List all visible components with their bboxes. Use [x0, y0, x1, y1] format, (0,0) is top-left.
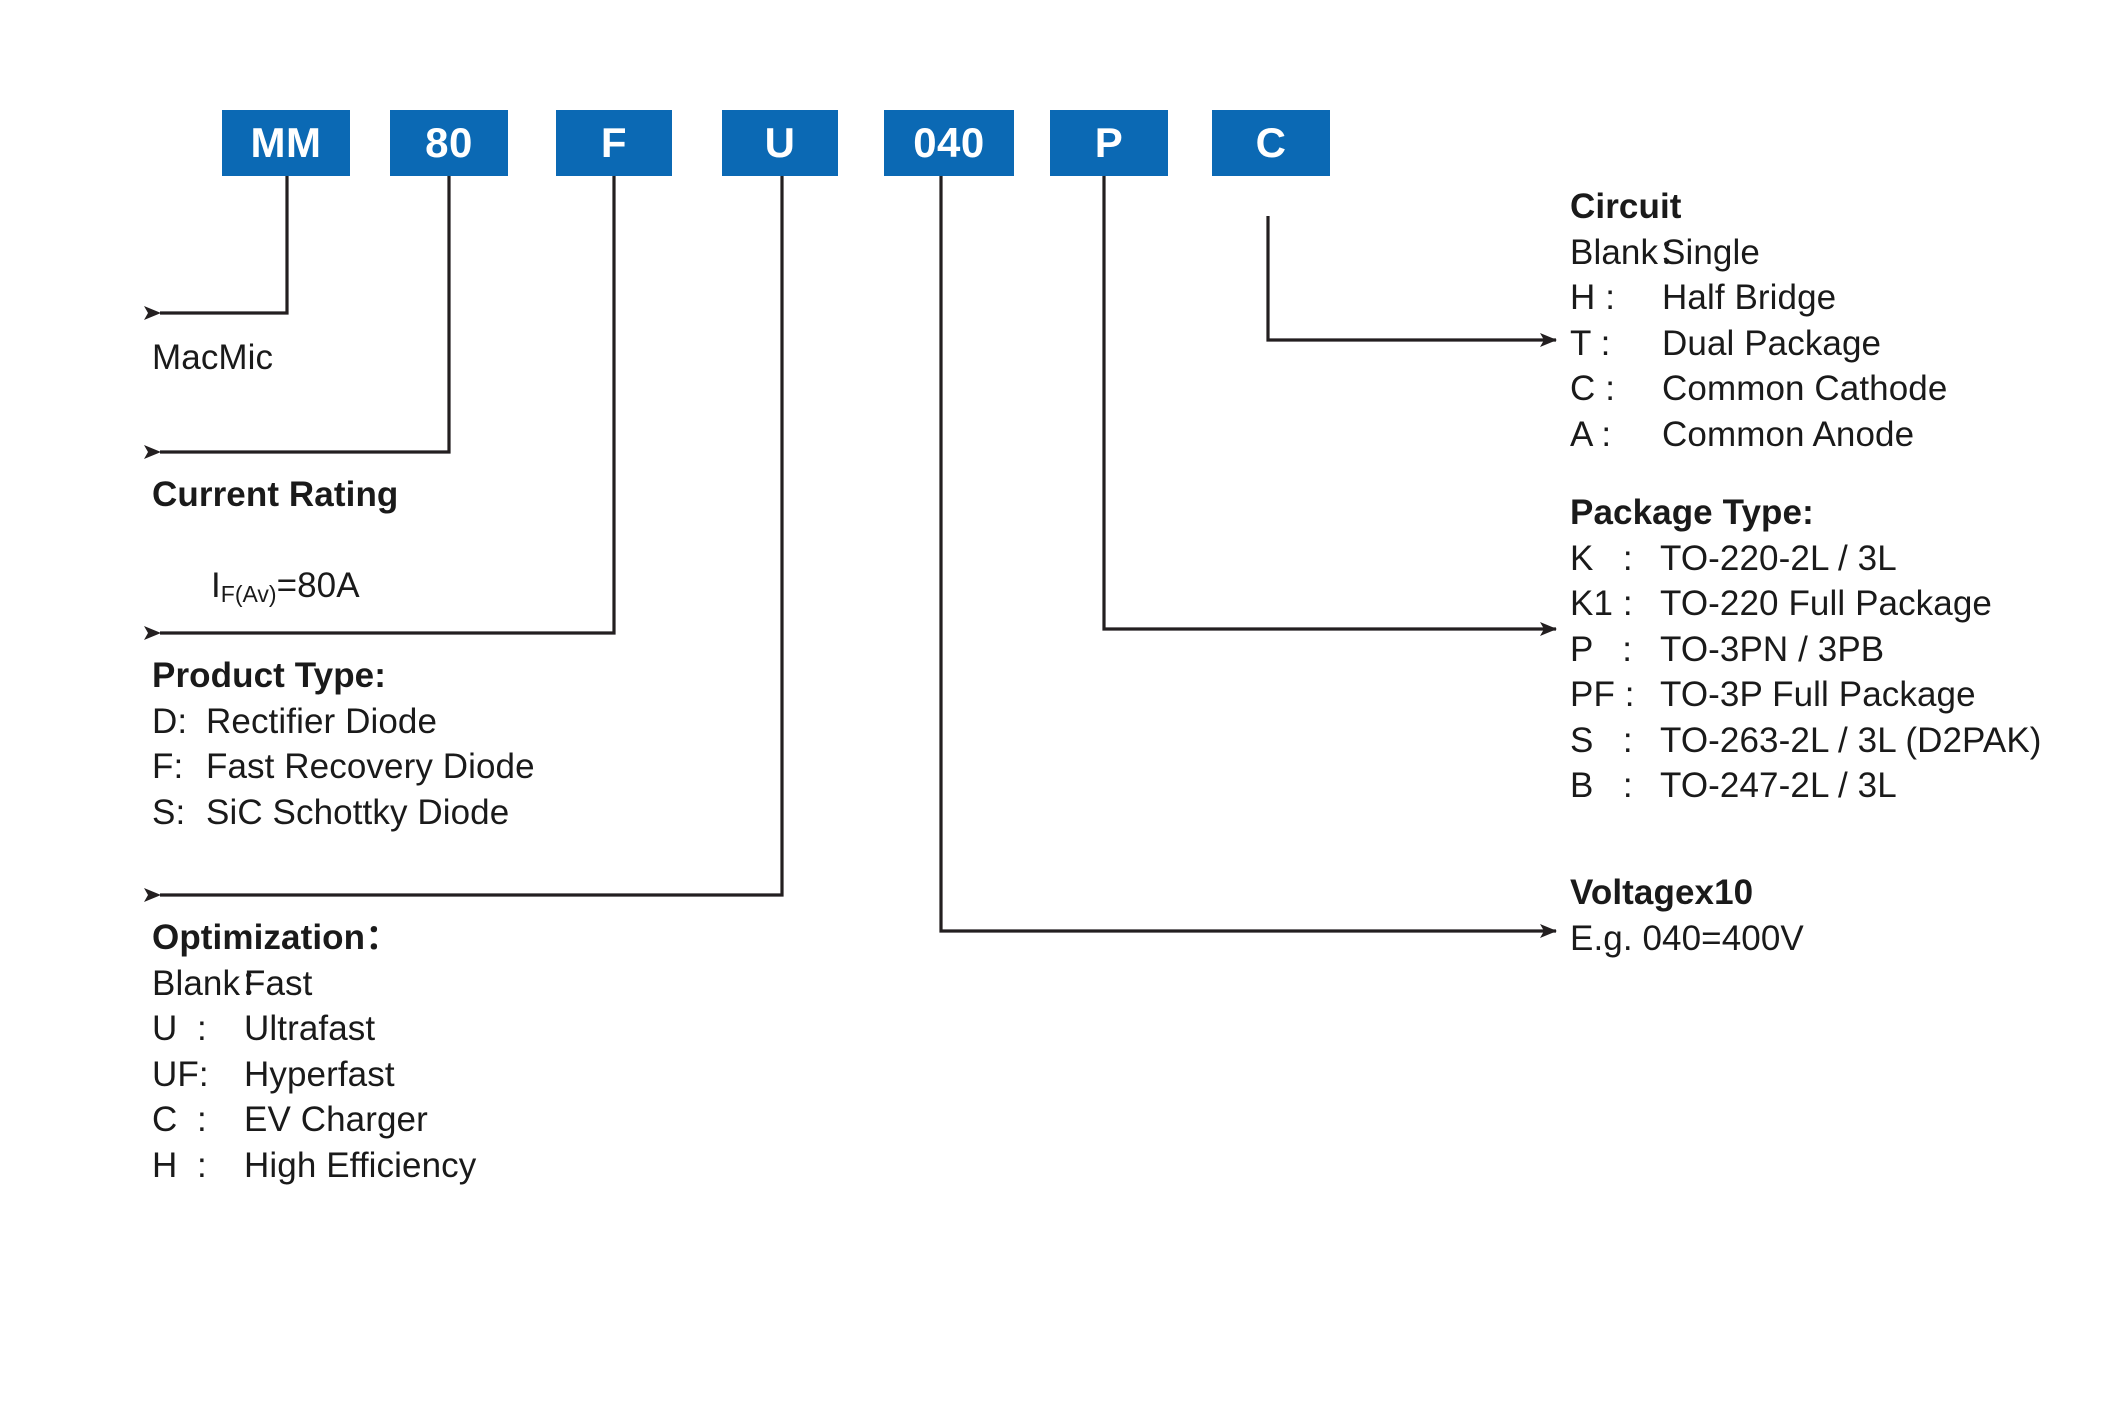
optimization-value-3: EV Charger — [244, 1100, 428, 1139]
callout-voltage-example: E.g. 040=400V — [1570, 918, 1804, 958]
list-item: D: Rectifier Diode — [152, 699, 535, 745]
product-type-value-1: Fast Recovery Diode — [206, 747, 535, 786]
list-item: B : TO-247-2L / 3L — [1570, 763, 2042, 809]
callout-circuit-heading: Circuit — [1570, 187, 1682, 226]
part-segment-optimization[interactable]: U — [722, 110, 838, 176]
part-segment-package-type-label: P — [1094, 119, 1124, 166]
callout-current-rating-heading: Current Rating — [152, 475, 399, 514]
circuit-value-4: Common Anode — [1662, 414, 1915, 454]
package-type-value-4: TO-263-2L / 3L (D2PAK) — [1660, 720, 2042, 760]
product-type-key-1: F: — [152, 747, 184, 786]
list-item: UF: Hyperfast — [152, 1052, 476, 1098]
part-segment-circuit[interactable]: C — [1212, 110, 1330, 176]
package-type-key-1: K1 : — [1570, 584, 1633, 623]
circuit-value-0: Single — [1662, 232, 1760, 272]
part-segment-voltage[interactable]: 040 — [884, 110, 1014, 176]
callout-product-type: Product Type: D: Rectifier Diode F: Fast… — [152, 653, 535, 835]
current-symbol-rest: =80A — [276, 566, 360, 605]
product-type-key-2: S: — [152, 792, 186, 832]
callout-current-rating-symbol: IF(Av)=80A — [152, 518, 398, 656]
circuit-key-4: A : — [1570, 414, 1612, 454]
optimization-key-1: U : — [152, 1009, 207, 1048]
package-type-value-1: TO-220 Full Package — [1660, 584, 1992, 623]
package-type-key-2: P : — [1570, 629, 1633, 669]
list-item: C : Common Cathode — [1570, 366, 1947, 412]
wire-brand — [144, 156, 289, 320]
product-type-key-0: D: — [152, 701, 188, 741]
list-item: H : Half Bridge — [1570, 275, 1947, 321]
part-segment-voltage-label: 040 — [913, 119, 985, 166]
list-item: S: SiC Schottky Diode — [152, 790, 535, 836]
package-type-value-0: TO-220-2L / 3L — [1660, 538, 1897, 578]
package-type-key-0: K : — [1570, 538, 1633, 578]
circuit-key-2: T : — [1570, 323, 1611, 363]
callout-current-rating: Current Rating IF(Av)=80A — [152, 472, 398, 655]
circuit-key-1: H : — [1570, 278, 1616, 317]
list-item: C : EV Charger — [152, 1097, 476, 1143]
part-segment-product-type-label: F — [600, 119, 628, 166]
list-item: U : Ultrafast — [152, 1006, 476, 1052]
product-type-value-2: SiC Schottky Diode — [206, 792, 510, 832]
list-item: Blank： Single — [1570, 230, 1947, 276]
optimization-value-4: High Efficiency — [244, 1145, 477, 1185]
wire-optimization — [144, 156, 784, 902]
list-item: T : Dual Package — [1570, 321, 1947, 367]
circuit-value-2: Dual Package — [1662, 323, 1882, 363]
callout-brand-value: MacMic — [152, 338, 274, 377]
list-item: H : High Efficiency — [152, 1143, 476, 1189]
part-segment-brand[interactable]: MM — [222, 110, 350, 176]
part-segment-product-type[interactable]: F — [556, 110, 672, 176]
callout-circuit: Circuit Blank： Single H : Half Bridge T … — [1570, 184, 1947, 457]
package-type-key-5: B : — [1570, 766, 1633, 805]
current-symbol-sub: F(Av) — [220, 581, 277, 608]
optimization-key-2: UF: — [152, 1054, 209, 1094]
current-symbol-main: I — [210, 566, 221, 605]
list-item: PF : TO-3P Full Package — [1570, 672, 2042, 718]
list-item: K1 : TO-220 Full Package — [1570, 581, 2042, 627]
part-segment-package-type[interactable]: P — [1050, 110, 1168, 176]
part-segment-optimization-label: U — [764, 119, 796, 166]
optimization-key-0: Blank： — [152, 963, 276, 1003]
package-type-key-4: S : — [1570, 720, 1633, 760]
part-segment-current[interactable]: 80 — [390, 110, 508, 176]
package-type-value-5: TO-247-2L / 3L — [1660, 766, 1897, 805]
package-type-value-3: TO-3P Full Package — [1660, 675, 1976, 714]
part-segment-current-label: 80 — [425, 119, 473, 166]
callout-optimization-heading: Optimization： — [152, 918, 401, 957]
wire-voltage — [939, 156, 1557, 938]
list-item: F: Fast Recovery Diode — [152, 744, 535, 790]
list-item: S : TO-263-2L / 3L (D2PAK) — [1570, 718, 2042, 764]
wire-current-rating — [144, 156, 451, 459]
circuit-key-0: Blank： — [1570, 232, 1694, 272]
callout-package-type: Package Type: K : TO-220-2L / 3L K1 : TO… — [1570, 490, 2042, 809]
package-type-key-3: PF : — [1570, 675, 1635, 714]
wire-product-type — [144, 156, 616, 640]
optimization-value-1: Ultrafast — [244, 1009, 376, 1048]
list-item: Blank： Fast — [152, 961, 476, 1007]
optimization-key-4: H : — [152, 1145, 207, 1185]
callout-voltage-heading: Voltagex10 — [1570, 873, 1754, 912]
list-item: K : TO-220-2L / 3L — [1570, 536, 2042, 582]
callout-package-type-heading: Package Type: — [1570, 493, 1814, 532]
optimization-value-2: Hyperfast — [244, 1054, 395, 1094]
list-item: P : TO-3PN / 3PB — [1570, 627, 2042, 673]
product-type-value-0: Rectifier Diode — [206, 701, 438, 741]
callout-optimization: Optimization： Blank： Fast U : Ultrafast … — [152, 915, 476, 1188]
optimization-value-0: Fast — [244, 963, 313, 1003]
optimization-key-3: C : — [152, 1100, 207, 1139]
package-type-value-2: TO-3PN / 3PB — [1660, 629, 1885, 669]
wire-package-type — [1102, 156, 1557, 636]
circuit-key-3: C : — [1570, 369, 1616, 408]
callout-voltage: Voltagex10 E.g. 040=400V — [1570, 870, 1804, 961]
part-segment-circuit-label: C — [1255, 119, 1287, 166]
wire-circuit — [1266, 216, 1557, 347]
circuit-value-1: Half Bridge — [1662, 278, 1837, 317]
callout-brand: MacMic — [152, 335, 273, 381]
part-segment-brand-label: MM — [250, 119, 322, 166]
callout-product-type-heading: Product Type: — [152, 656, 386, 695]
list-item: A : Common Anode — [1570, 412, 1947, 458]
circuit-value-3: Common Cathode — [1662, 369, 1948, 408]
